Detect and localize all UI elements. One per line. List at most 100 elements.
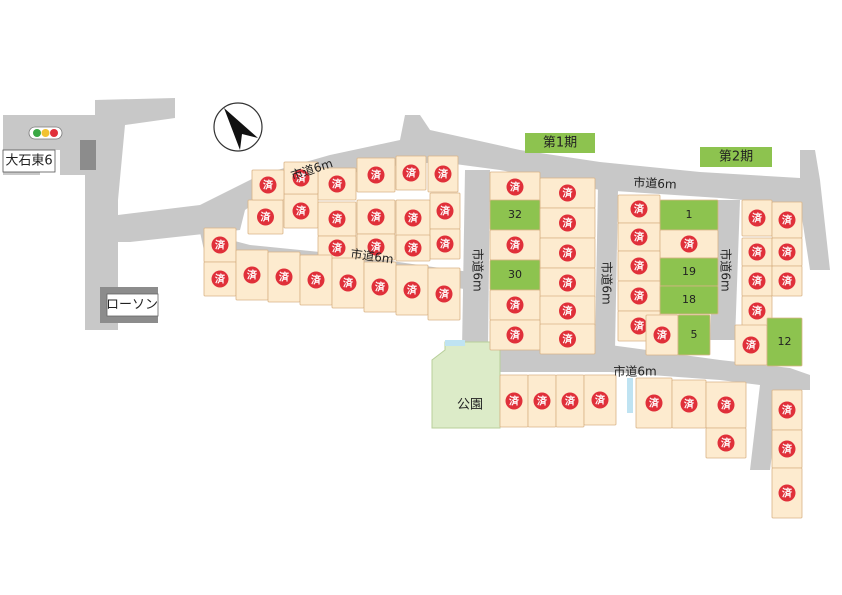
park-area: [431, 341, 501, 429]
sold-mark-icon: [559, 330, 576, 348]
sold-mark: 済: [510, 329, 521, 342]
sold-mark-icon: [328, 210, 346, 228]
sold-mark: 済: [746, 339, 757, 352]
sold-mark: 済: [595, 394, 606, 407]
sold-mark-icon: [339, 274, 357, 292]
sold-mark-icon: [748, 272, 766, 290]
sold-mark: 済: [537, 395, 548, 408]
sold-mark: 済: [406, 167, 417, 180]
sold-mark: 済: [510, 181, 521, 194]
sold-mark: 済: [563, 333, 574, 346]
lot-number: 12: [778, 335, 792, 348]
sold-mark-icon: [404, 239, 422, 257]
road-segment: [462, 345, 810, 470]
road-segment: [595, 185, 618, 350]
sold-mark-icon: [748, 302, 766, 320]
sold-mark-icon: [367, 166, 385, 184]
sold-mark-icon: [367, 238, 385, 256]
road-label-top-right: 市道6m: [633, 174, 677, 191]
sold-mark: 済: [721, 399, 732, 412]
sold-mark: 済: [343, 277, 354, 290]
sold-mark-icon: [717, 434, 735, 452]
sold-mark: 済: [311, 274, 322, 287]
sold-mark-icon: [630, 287, 648, 305]
sold-mark-icon: [630, 257, 648, 275]
sold-mark: 済: [782, 214, 793, 227]
lot-number: 19: [682, 265, 696, 278]
water-channel: [627, 378, 633, 413]
sold-mark: 済: [752, 275, 763, 288]
road-label-bottom: 市道6m: [613, 364, 656, 379]
sold-mark: 済: [782, 443, 793, 456]
lot-number: 18: [682, 293, 696, 306]
sold-mark-icon: [211, 236, 229, 254]
sold-mark: 済: [261, 211, 272, 224]
sold-mark: 済: [279, 271, 290, 284]
lot-number: 5: [691, 328, 698, 341]
road-segment: [462, 170, 490, 350]
sold-mark-icon: [559, 214, 576, 232]
available-lot[interactable]: [659, 285, 719, 315]
phase1-label: 第1期: [543, 136, 577, 151]
sold-mark-icon: [328, 175, 346, 193]
sold-mark-icon: [778, 440, 796, 458]
sold-mark: 済: [332, 178, 343, 191]
sold-mark-icon: [591, 391, 609, 409]
sold-mark-icon: [561, 392, 579, 410]
sold-mark-icon: [506, 236, 524, 254]
store-label: ローソン: [106, 298, 158, 313]
park-label: 公園: [457, 398, 483, 413]
road-label-vertical-1: 市道6m: [471, 248, 486, 291]
sold-mark-icon: [742, 336, 760, 354]
sold-mark-icon: [559, 244, 576, 262]
sold-mark-icon: [748, 209, 766, 227]
sold-mark: 済: [371, 211, 382, 224]
sold-mark-icon: [307, 271, 325, 289]
sold-mark-icon: [630, 200, 648, 218]
sold-mark-icon: [506, 296, 524, 314]
sold-mark: 済: [407, 284, 418, 297]
sold-mark: 済: [563, 305, 574, 318]
sold-mark-icon: [435, 285, 453, 303]
sold-mark: 済: [782, 404, 793, 417]
sold-mark: 済: [563, 187, 574, 200]
sold-mark: 済: [332, 213, 343, 226]
sold-mark: 済: [684, 238, 695, 251]
building: [80, 140, 96, 170]
sold-mark-icon: [371, 278, 389, 296]
sold-mark-icon: [243, 266, 261, 284]
sold-mark: 済: [509, 395, 520, 408]
sold-mark: 済: [563, 247, 574, 260]
phase2-badge: [700, 147, 772, 167]
sold-mark: 済: [565, 395, 576, 408]
sold-mark-icon: [778, 484, 796, 502]
sold-mark-icon: [748, 243, 766, 261]
sold-mark: 済: [684, 398, 695, 411]
available-lot[interactable]: [766, 317, 803, 367]
available-lot[interactable]: [677, 314, 711, 356]
sold-mark-icon: [533, 392, 551, 410]
sold-mark-icon: [505, 392, 523, 410]
lot-number: 30: [508, 268, 522, 281]
phase2-label: 第2期: [719, 150, 753, 165]
north-arrow-icon: [213, 102, 263, 152]
sold-mark: 済: [649, 397, 660, 410]
sold-mark: 済: [657, 329, 668, 342]
sold-mark: 済: [440, 205, 451, 218]
sold-mark-icon: [292, 202, 310, 220]
sold-mark-icon: [506, 326, 524, 344]
sold-mark: 済: [563, 217, 574, 230]
sold-mark-icon: [680, 395, 698, 413]
sold-mark: 済: [634, 203, 645, 216]
lot-number: 1: [686, 208, 693, 221]
intersection-label: 大石東6: [5, 153, 52, 169]
sold-mark: 済: [752, 305, 763, 318]
road-segment: [3, 98, 175, 330]
sold-mark-icon: [645, 394, 663, 412]
sold-mark: 済: [782, 246, 793, 259]
sold-mark-icon: [559, 302, 576, 320]
map-features: [80, 140, 633, 429]
sold-mark: 済: [721, 437, 732, 450]
sold-mark-icon: [778, 211, 796, 229]
